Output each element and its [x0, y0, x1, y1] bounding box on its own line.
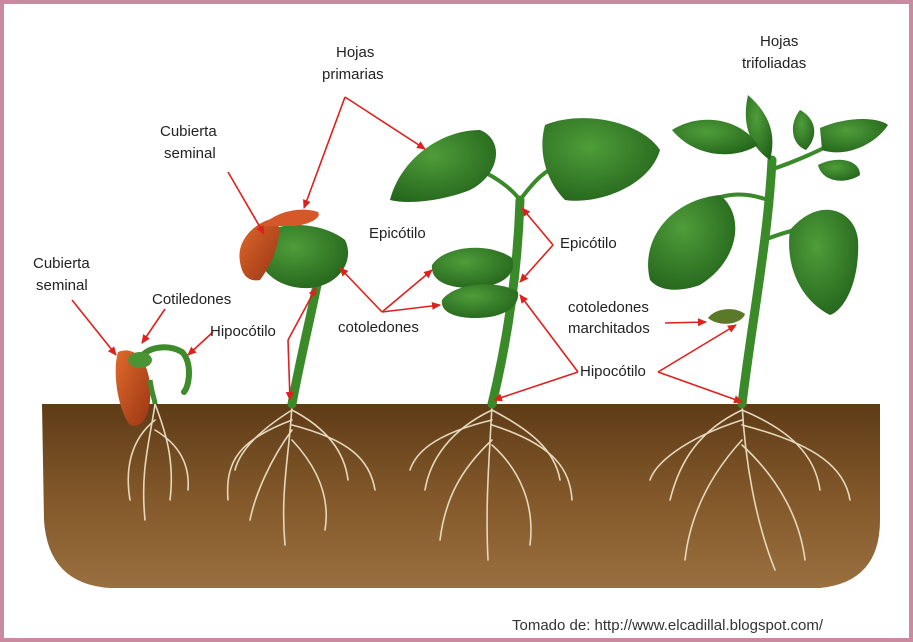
arrow-cotoledones-b — [382, 270, 432, 312]
label-cotoledones-marchitados-line1: cotoledones — [568, 299, 649, 316]
arrow-cubierta-1 — [72, 300, 116, 355]
label-hojas-trifoliadas-line2: trifoliadas — [742, 55, 806, 72]
label-cotoledones: cotoledones — [338, 319, 419, 336]
arrow-cotoledones-marchitados — [665, 322, 706, 323]
label-cotoledones-marchitados-line2: marchitados — [568, 320, 650, 337]
label-hipocotilo-1: Hipocótilo — [210, 323, 276, 340]
plant-4-plant — [648, 95, 888, 404]
arrow-hojas-primarias-a — [304, 97, 345, 208]
label-hojas-trifoliadas-line1: Hojas — [760, 33, 798, 50]
arrow-hojas-primarias-b — [345, 97, 425, 149]
plant-2-seedling — [239, 210, 348, 404]
label-cubierta-seminal-1-line1: Cubierta — [33, 255, 90, 272]
label-cotiledones: Cotiledones — [152, 291, 231, 308]
label-hojas-primarias-line1: Hojas — [336, 44, 374, 61]
label-cubierta-seminal-2-line1: Cubierta — [160, 123, 217, 140]
arrow-cotiledones — [142, 309, 165, 343]
arrow-cotoledones-a — [340, 268, 382, 312]
label-cubierta-seminal-1-line2: seminal — [36, 277, 88, 294]
plant-3-seedling — [390, 118, 660, 404]
label-epicotilo-2: Epicótilo — [560, 235, 617, 252]
arrow-hipocotilo-2b — [494, 372, 578, 400]
arrow-hipocotilo-2d — [658, 372, 742, 402]
label-epicotilo-1: Epicótilo — [369, 225, 426, 242]
arrow-cotoledones-c — [382, 305, 440, 312]
soil — [42, 404, 880, 588]
arrow-hipocotilo-2c — [658, 325, 736, 372]
label-hojas-primarias-line2: primarias — [322, 66, 384, 83]
source-credit: Tomado de: http://www.elcadillal.blogspo… — [512, 617, 824, 634]
arrow-hipocotilo-1b — [288, 340, 290, 400]
arrow-epicotilo-2a — [522, 208, 553, 245]
arrow-epicotilo-2b — [520, 245, 553, 282]
label-hipocotilo-2: Hipocótilo — [580, 363, 646, 380]
arrow-cubierta-2 — [228, 172, 264, 234]
label-cubierta-seminal-2-line2: seminal — [164, 145, 216, 162]
